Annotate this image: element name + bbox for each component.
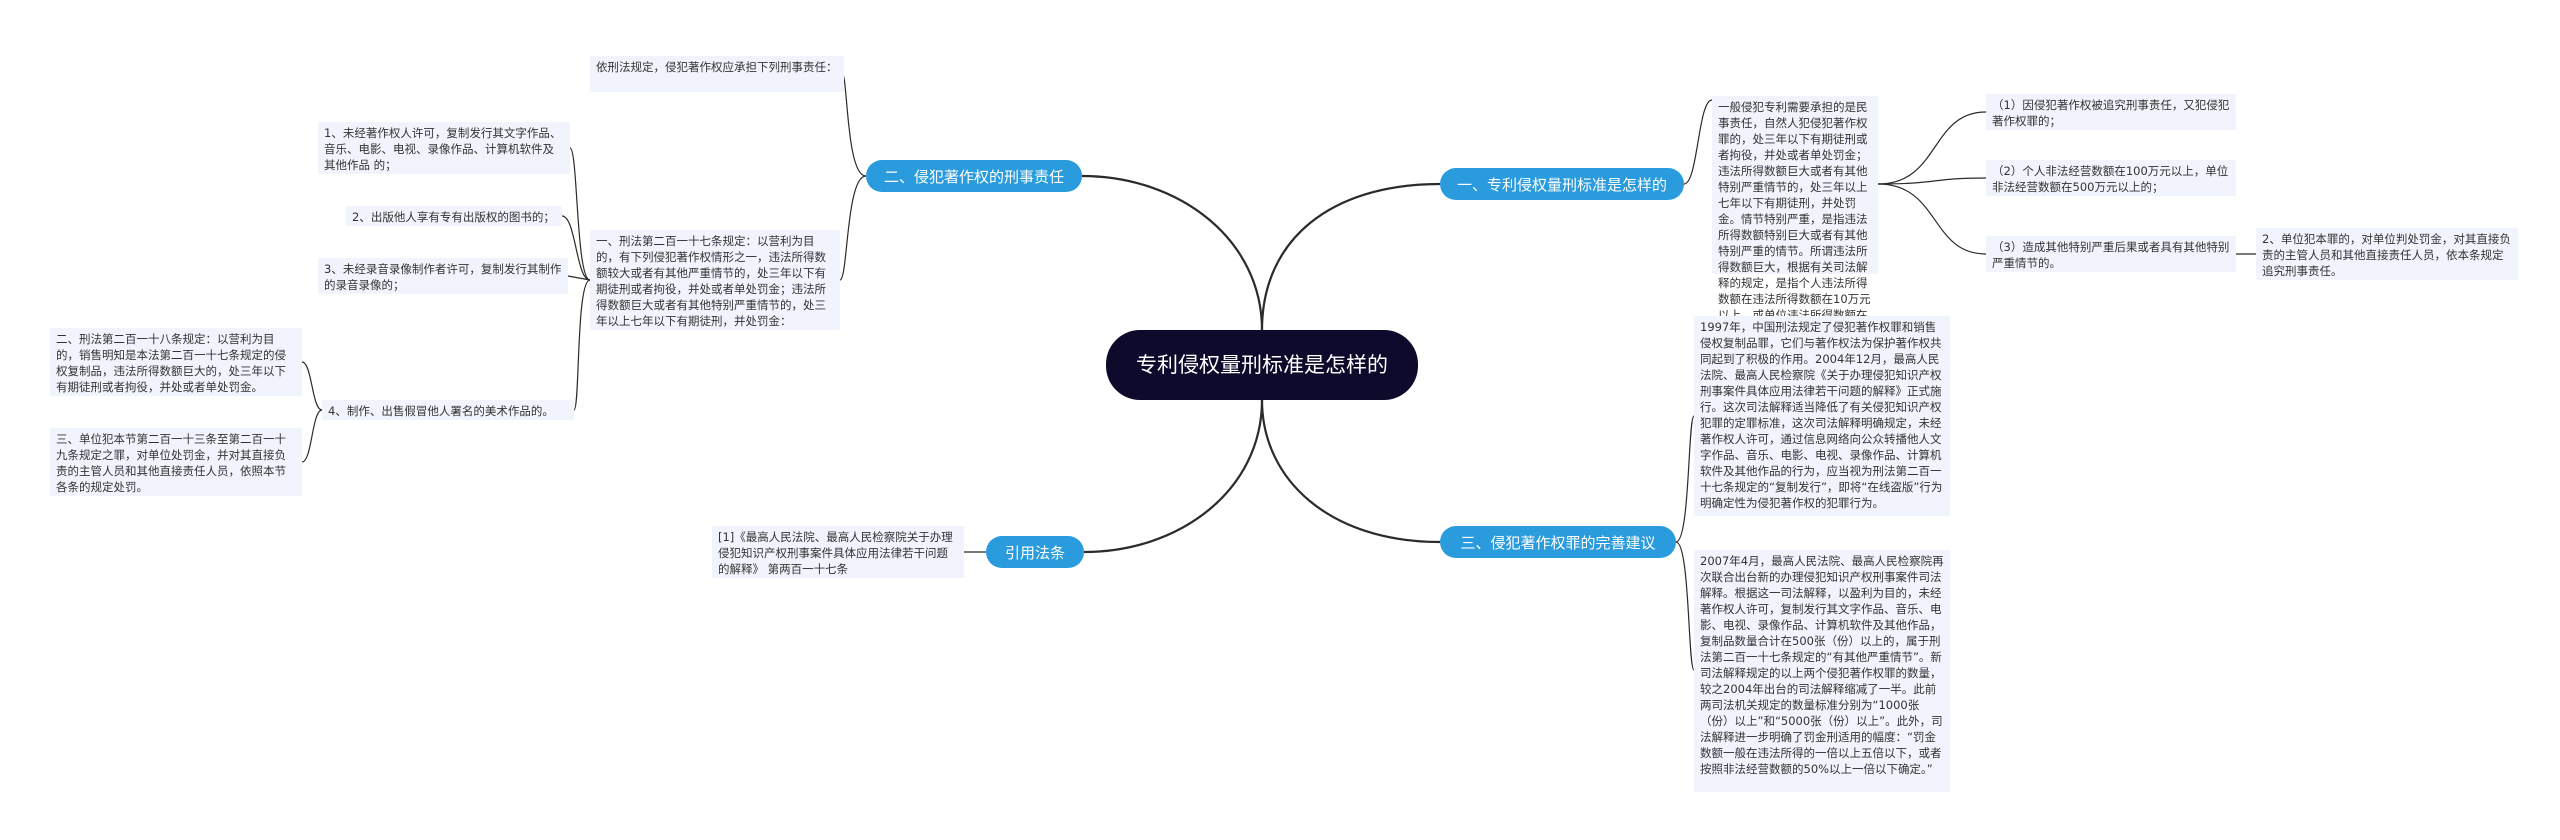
connector-b1-main <box>1683 99 1713 185</box>
connector-i4-220 <box>301 409 323 463</box>
connector-root-b2 <box>1081 174 1264 331</box>
branch-sentencing-standard[interactable]: 一、专利侵权量刑标准是怎样的 <box>1440 168 1684 200</box>
leaf-article-220: 三、单位犯本节第二百一十三条至第二百一十九条规定之罪，对单位处罚金，并对其直接负… <box>50 428 302 496</box>
connector-b2-217 <box>839 175 867 281</box>
branch-cited-law[interactable]: 引用法条 <box>986 536 1084 568</box>
connector-b2-intro <box>841 71 867 177</box>
connector-217-i1 <box>569 147 591 281</box>
connector-b1-c3 <box>1877 183 1987 255</box>
leaf-item-2: 2、出版他人享有专有出版权的图书的； <box>346 206 562 226</box>
branch-criminal-liability[interactable]: 二、侵犯著作权的刑事责任 <box>866 160 1082 192</box>
root-topic[interactable]: 专利侵权量刑标准是怎样的 <box>1106 330 1418 400</box>
leaf-article-217: 一、刑法第二百一十七条规定：以营利为目的，有下列侵犯著作权情形之一，违法所得数额… <box>590 230 840 330</box>
leaf-item-1: 1、未经著作权人许可，复制发行其文字作品、音乐、电影、电视、录像作品、计算机软件… <box>318 122 570 174</box>
leaf-sentencing-case-1: （1）因侵犯著作权被追究刑事责任，又犯侵犯著作权罪的； <box>1986 94 2236 130</box>
leaf-sentencing-case-2: （2）个人非法经营数额在100万元以上，单位非法经营数额在500万元以上的； <box>1986 160 2236 196</box>
connector-217-i2 <box>561 215 591 281</box>
leaf-2007-interpretation: 2007年4月，最高人民法院、最高人民检察院再次联合出台新的办理侵犯知识产权刑事… <box>1694 550 1950 792</box>
connector-b3-1997 <box>1675 415 1695 543</box>
leaf-article-218: 二、刑法第二百一十八条规定：以营利为目的，销售明知是本法第二百一十七条规定的侵权… <box>50 328 302 396</box>
leaf-sentencing-main: 一般侵犯专利需要承担的是民事责任，自然人犯侵犯著作权罪的，处三年以下有期徒刑或者… <box>1712 96 1878 370</box>
connector-217-i4 <box>573 279 591 411</box>
connector-root-b4 <box>1083 399 1264 554</box>
leaf-item-4: 4、制作、出售假冒他人署名的美术作品的。 <box>322 400 574 420</box>
leaf-item-3: 3、未经录音录像制作者许可，复制发行其制作的录音录像的； <box>318 258 568 294</box>
connector-b1-c2 <box>1877 177 1987 185</box>
branch-improvement-suggestions[interactable]: 三、侵犯著作权罪的完善建议 <box>1440 526 1676 558</box>
connector-root-b1 <box>1260 182 1441 331</box>
connector-b1-c1 <box>1877 111 1987 185</box>
leaf-liability-intro: 依刑法规定，侵犯著作权应承担下列刑事责任： <box>590 56 844 92</box>
connector-b3-2007 <box>1675 541 1695 671</box>
leaf-unit-crime: 2、单位犯本罪的，对单位判处罚金，对其直接负责的主管人员和其他直接责任人员，依本… <box>2256 228 2518 280</box>
leaf-sentencing-case-3: （3）造成其他特别严重后果或者具有其他特别严重情节的。 <box>1986 236 2236 272</box>
leaf-cited-law: [1]《最高人民法院、最高人民检察院关于办理侵犯知识产权刑事案件具体应用法律若干… <box>712 526 964 578</box>
leaf-1997-history: 1997年，中国刑法规定了侵犯著作权罪和销售侵权复制品罪，它们与著作权法为保护著… <box>1694 316 1950 516</box>
connector-i4-218 <box>301 361 323 411</box>
connector-root-b3 <box>1260 399 1441 544</box>
connector-217-i3 <box>567 275 591 281</box>
